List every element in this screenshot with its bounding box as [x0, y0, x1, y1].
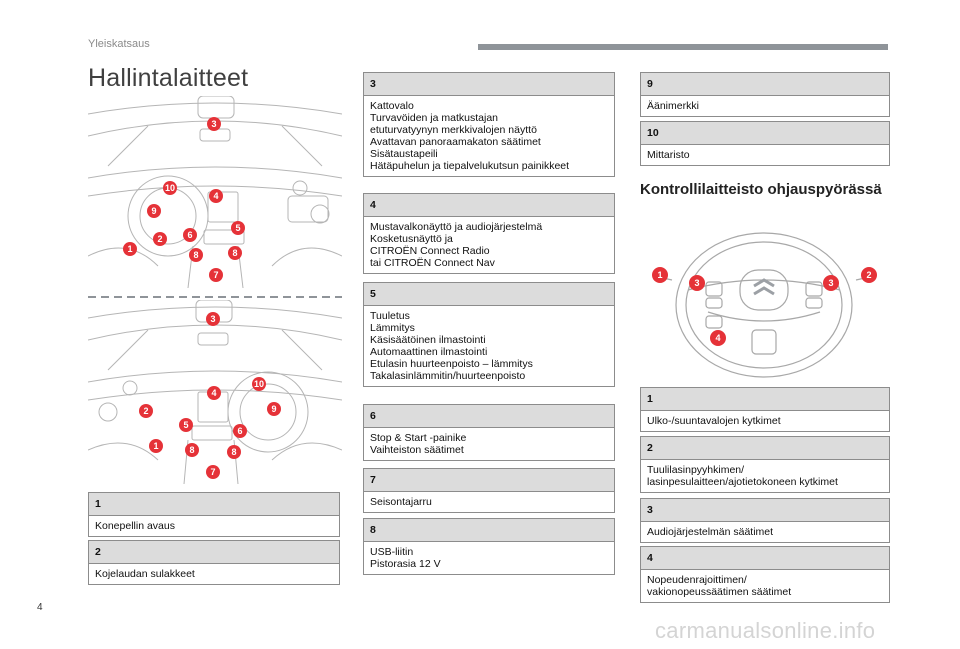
- item-text: Käsisäätöinen ilmastointi: [370, 334, 486, 346]
- callout-5: 5: [235, 223, 240, 233]
- wheel-callout-3b: 3: [828, 278, 833, 288]
- wheel-callout-3a: 3: [694, 278, 699, 288]
- callout-8b: 8: [232, 248, 237, 258]
- item-number: 6: [364, 405, 614, 428]
- item-text: Konepellin avaus: [95, 520, 175, 532]
- wheel-callout-1: 1: [657, 270, 662, 280]
- item-text: vakionopeussäätimen säätimet: [647, 586, 792, 598]
- callout-1: 1: [127, 244, 132, 254]
- item-text: Nopeudenrajoittimen/: [647, 574, 747, 586]
- item-number: 9: [641, 73, 889, 96]
- item-text: Seisontajarru: [370, 496, 432, 508]
- callout-2: 2: [157, 234, 162, 244]
- item-number: 2: [641, 437, 889, 460]
- wheel-item-box-4: 4 Nopeudenrajoittimen/ vakionopeussäätim…: [640, 546, 890, 603]
- item-number: 2: [89, 541, 339, 564]
- page-number: 4: [37, 602, 43, 613]
- callout-5: 5: [183, 420, 188, 430]
- callout-10: 10: [254, 379, 264, 389]
- item-text: USB-liitin: [370, 546, 414, 558]
- item-text: etuturvatyynyn merkkivalojen näyttö: [370, 124, 537, 136]
- callout-4: 4: [211, 388, 216, 398]
- item-box-8: 8 USB-liitin Pistorasia 12 V: [363, 518, 615, 575]
- item-box-3: 3 Kattovalo Turvavöiden ja matkustajan e…: [363, 72, 615, 177]
- item-number: 4: [364, 194, 614, 217]
- item-text: Avattavan panoraamakaton säätimet: [370, 136, 541, 148]
- item-text: Etulasin huurteenpoisto – lämmitys: [370, 358, 533, 370]
- item-text: Mittaristo: [647, 149, 690, 161]
- item-text: Ulko-/suuntavalojen kytkimet: [647, 415, 781, 427]
- item-text: Tuuletus: [370, 310, 410, 322]
- item-box-9: 9 Äänimerkki: [640, 72, 890, 117]
- item-number: 3: [641, 499, 889, 522]
- callout-3: 3: [210, 314, 215, 324]
- item-box-10: 10 Mittaristo: [640, 121, 890, 166]
- callout-6: 6: [237, 426, 242, 436]
- item-number: 5: [364, 283, 614, 306]
- item-text: Sisätaustapeili: [370, 148, 438, 160]
- wheel-item-box-3: 3 Audiojärjestelmän säätimet: [640, 498, 890, 543]
- item-text: Mustavalkonäyttö ja audiojärjestelmä: [370, 221, 543, 233]
- wheel-item-box-2: 2 Tuulilasinpyyhkimen/ lasinpesulaitteen…: [640, 436, 890, 493]
- watermark: carmanualsonline.info: [655, 618, 876, 643]
- item-box-7: 7 Seisontajarru: [363, 468, 615, 513]
- item-box-2: 2 Kojelaudan sulakkeet: [88, 540, 340, 585]
- callout-8b: 8: [231, 447, 236, 457]
- callout-8a: 8: [193, 250, 198, 260]
- callout-2: 2: [143, 406, 148, 416]
- item-box-6: 6 Stop & Start -painike Vaihteiston säät…: [363, 404, 615, 461]
- wheel-item-box-1: 1 Ulko-/suuntavalojen kytkimet: [640, 387, 890, 432]
- item-text: Stop & Start -painike: [370, 432, 467, 444]
- item-number: 10: [641, 122, 889, 145]
- item-text: Lämmitys: [370, 322, 415, 334]
- dashboard-illustration-lhd: 3 10 9 4 5 6 2 1 8 8 7: [88, 96, 342, 288]
- callout-3: 3: [211, 119, 216, 129]
- header-bar: [478, 44, 888, 50]
- item-text: Vaihteiston säätimet: [370, 444, 464, 456]
- item-number: 8: [364, 519, 614, 542]
- item-text: Hätäpuhelun ja tiepalvelukutsun painikke…: [370, 160, 570, 172]
- item-box-4: 4 Mustavalkonäyttö ja audiojärjestelmä K…: [363, 193, 615, 274]
- item-number: 7: [364, 469, 614, 492]
- section-label: Yleiskatsaus: [88, 38, 150, 50]
- callout-4: 4: [213, 191, 218, 201]
- item-box-5: 5 Tuuletus Lämmitys Käsisäätöinen ilmast…: [363, 282, 615, 387]
- item-number: 4: [641, 547, 889, 570]
- item-text: Äänimerkki: [647, 100, 699, 112]
- callout-10: 10: [165, 183, 175, 193]
- callout-9: 9: [151, 206, 156, 216]
- callout-7: 7: [210, 467, 215, 477]
- dashboard-illustration-rhd: 3 10 9 4 2 5 6 1 8 8 7: [88, 300, 342, 484]
- item-number: 1: [641, 388, 889, 411]
- page-title: Hallintalaitteet: [88, 64, 249, 92]
- item-number: 3: [364, 73, 614, 96]
- callout-6: 6: [187, 230, 192, 240]
- item-number: 1: [89, 493, 339, 516]
- callout-9: 9: [271, 404, 276, 414]
- item-box-1: 1 Konepellin avaus: [88, 492, 340, 537]
- item-text: Takalasinlämmitin/huurteenpoisto: [370, 370, 526, 382]
- item-text: Pistorasia 12 V: [370, 558, 441, 570]
- item-text: Tuulilasinpyyhkimen/: [647, 464, 745, 476]
- item-text: Audiojärjestelmän säätimet: [647, 526, 774, 538]
- item-text: Kattovalo: [370, 100, 414, 112]
- callout-8a: 8: [189, 445, 194, 455]
- wheel-callout-4: 4: [715, 333, 720, 343]
- steering-wheel-heading: Kontrollilaitteisto ohjauspyörässä: [640, 181, 882, 198]
- callout-7: 7: [213, 270, 218, 280]
- callout-1: 1: [153, 441, 158, 451]
- item-text: tai CITROËN Connect Nav: [370, 257, 495, 269]
- item-text: Kosketusnäyttö ja: [370, 233, 453, 245]
- item-text: lasinpesulaitteen/ajotietokoneen kytkime…: [647, 476, 838, 488]
- steering-wheel-illustration: 1 2 3 3 4: [652, 232, 877, 378]
- illustration-divider: [88, 296, 342, 298]
- item-text: Turvavöiden ja matkustajan: [370, 112, 499, 124]
- item-text: CITROËN Connect Radio: [370, 245, 490, 257]
- wheel-callout-2: 2: [866, 270, 871, 280]
- item-text: Kojelaudan sulakkeet: [95, 568, 195, 580]
- item-text: Automaattinen ilmastointi: [370, 346, 488, 358]
